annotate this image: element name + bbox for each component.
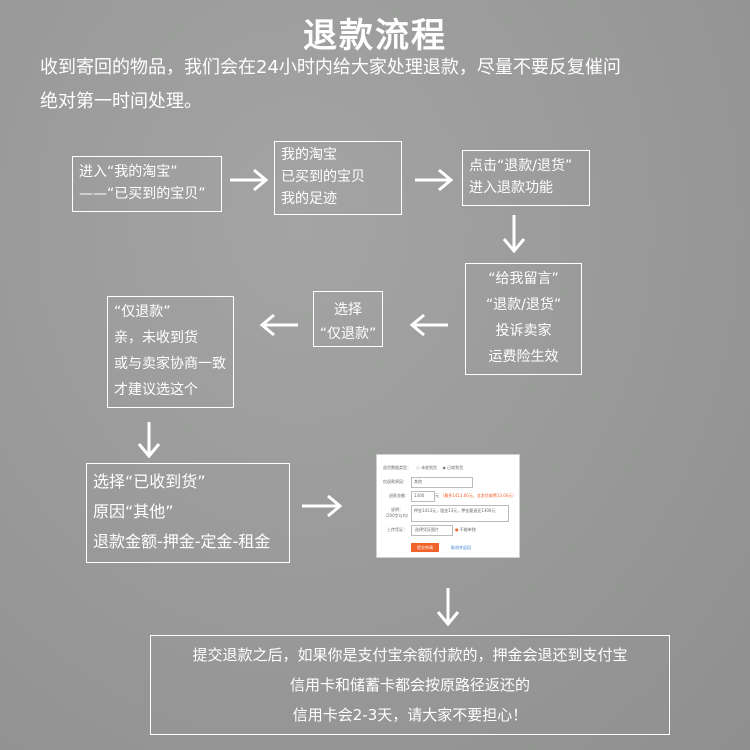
submit-button: 提交申请 <box>411 543 439 552</box>
reason-value: 其他 <box>414 479 422 484</box>
step-text: “仅退款” <box>114 304 171 320</box>
step-text: “给我留言” <box>488 271 559 287</box>
step-text: 或与卖家协商一致 <box>114 356 226 372</box>
description-value: 押金1413元，租金13元，押金要退还1300元 <box>414 508 496 513</box>
amount-note: （最多1413.00元，含发货邮费13.00元） <box>440 493 517 498</box>
form-label: 退款金额： <box>389 493 409 498</box>
step-text: 进入“我的淘宝” <box>79 164 178 180</box>
radio-selected-icon: ◉ <box>442 465 446 470</box>
amount-field: 1300 <box>411 491 435 502</box>
step-box-refund-only-note: “仅退款” 亲，未收到货 或与卖家协商一致 才建议选这个 <box>107 296 234 408</box>
upload-button: 选择凭证图片 <box>411 525 453 536</box>
step-box-refund-button: 点击“退款/退货” 进入退款功能 <box>462 150 590 206</box>
upload-label: 选择凭证图片 <box>415 527 439 532</box>
step-box-options: “给我留言” “退款/退货” 投诉卖家 运费险生效 <box>465 263 582 375</box>
cancel-link: 取消并返回 <box>451 545 471 550</box>
step-text: 亲，未收到货 <box>114 330 198 346</box>
radio-label: 已收到货 <box>447 465 464 470</box>
step-text: 选择 <box>334 302 362 318</box>
step-box-received-goods: 选择“已收到货” 原因“其他” 退款金额-押金-定金-租金 <box>86 463 290 563</box>
step-text: 提交退款之后，如果你是支付宝余额付款的，押金会退还到支付宝 <box>192 646 628 664</box>
info-icon: ● <box>455 527 459 532</box>
amount-value: 1300 <box>414 493 425 498</box>
step-text: 投诉卖家 <box>495 323 552 339</box>
intro-line-1: 收到寄回的物品，我们会在24小时内给大家处理退款，尽量不要反复催问 <box>40 57 621 78</box>
step-text: 信用卡和储蓄卡都会按原路径返还的 <box>289 676 530 694</box>
arrow-down-icon <box>502 215 526 254</box>
refund-form-screenshot: 退货数据类型： ○ 未收到货 ◉ 已收到货 仅退款原因： 其他 退款金额： 13… <box>376 454 520 558</box>
form-label: 说明： <box>391 507 403 512</box>
step-text: 已买到的宝贝 <box>281 169 365 185</box>
arrow-down-icon <box>436 588 460 627</box>
step-box-final-note: 提交退款之后，如果你是支付宝余额付款的，押金会退还到支付宝 信用卡和储蓄卡都会按… <box>150 635 670 735</box>
step-box-menu: 我的淘宝 已买到的宝贝 我的足迹 <box>274 141 402 215</box>
arrow-left-icon <box>259 313 298 337</box>
step-text: 点击“退款/退货” <box>469 158 573 174</box>
submit-label: 提交申请 <box>417 545 433 550</box>
arrow-down-icon <box>137 422 161 459</box>
step-text: “仅退款” <box>319 326 377 342</box>
step-text: 才建议选这个 <box>114 382 198 398</box>
step-box-my-taobao: 进入“我的淘宝” ——“已买到的宝贝” <box>72 156 222 212</box>
amount-unit: 元 <box>435 493 439 498</box>
form-label: 仅退款原因： <box>383 479 407 484</box>
step-text: 我的淘宝 <box>281 147 337 163</box>
reason-select: 其他 <box>411 477 473 488</box>
radio-icon: ○ <box>416 465 420 470</box>
step-text: 信用卡会2-3天，请大家不要担心！ <box>292 706 528 724</box>
step-text: 进入退款功能 <box>469 180 553 196</box>
page-title: 退款流程 <box>303 16 447 56</box>
step-text: 退款金额-押金-定金-租金 <box>93 532 271 551</box>
arrow-right-icon <box>302 494 343 518</box>
upload-note: 不能单独 <box>459 527 476 532</box>
arrow-left-icon <box>409 313 448 337</box>
step-text: 原因“其他” <box>93 502 174 521</box>
step-text: 运费险生效 <box>488 349 559 365</box>
intro-line-2: 绝对第一时间处理。 <box>40 91 202 112</box>
form-label: 上传凭证： <box>387 527 407 532</box>
arrow-right-icon <box>230 168 269 192</box>
form-label: 退货数据类型： <box>383 465 411 470</box>
step-text: 我的足迹 <box>281 191 337 207</box>
arrow-right-icon <box>415 168 454 192</box>
form-sublabel: （200字以内） <box>383 513 411 518</box>
step-text: “退款/退货” <box>485 297 562 313</box>
step-text: ——“已买到的宝贝” <box>79 186 206 202</box>
radio-label: 未收到货 <box>421 465 438 470</box>
step-box-select-refund-only: 选择 “仅退款” <box>313 291 383 347</box>
step-text: 选择“已收到货” <box>93 472 206 491</box>
description-field: 押金1413元，租金13元，押金要退还1300元 <box>411 505 509 522</box>
